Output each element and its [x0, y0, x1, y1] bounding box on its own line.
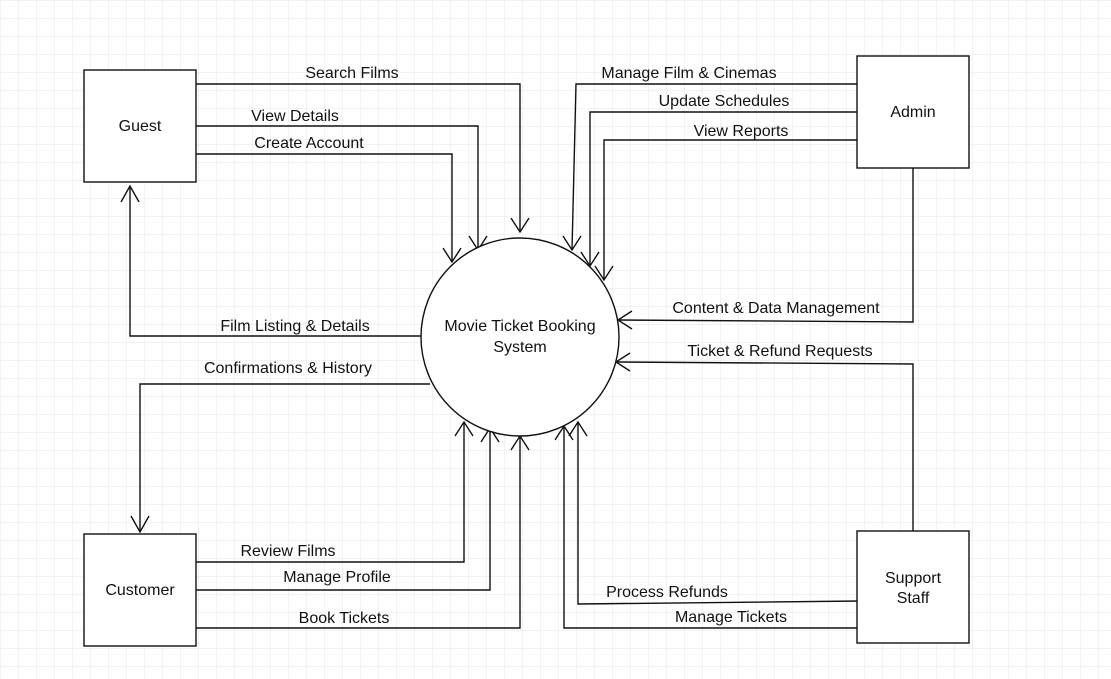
entity-guest: Guest — [83, 69, 197, 183]
label-create-account: Create Account — [254, 135, 364, 152]
process-label-line1: Movie Ticket Booking — [444, 318, 595, 335]
entity-guest-label: Guest — [119, 118, 162, 135]
label-process-refunds: Process Refunds — [606, 584, 728, 601]
label-film-listing: Film Listing & Details — [220, 318, 369, 335]
label-review-films: Review Films — [240, 543, 335, 560]
label-view-reports: View Reports — [694, 123, 789, 140]
flow-manage-film — [562, 83, 857, 252]
label-confirmations: Confirmations & History — [204, 360, 372, 377]
flow-update-schedules — [580, 111, 857, 268]
flow-view-reports — [594, 139, 857, 282]
label-search-films: Search Films — [305, 65, 398, 82]
label-manage-profile: Manage Profile — [283, 569, 391, 586]
entity-customer-label: Customer — [105, 582, 175, 599]
label-update-schedules: Update Schedules — [659, 93, 790, 110]
label-view-details: View Details — [251, 108, 339, 125]
flow-film-listing — [120, 184, 422, 337]
entity-support-label-line1: Support — [885, 570, 942, 587]
entity-admin: Admin — [856, 55, 970, 169]
entity-customer: Customer — [83, 533, 197, 647]
label-ticket-refund: Ticket & Refund Requests — [687, 343, 872, 360]
entity-support-label-line2: Staff — [897, 590, 930, 607]
entity-admin-label: Admin — [890, 104, 935, 121]
flow-create-account — [196, 153, 462, 264]
flow-review-films — [196, 420, 474, 563]
process-label-line2: System — [493, 339, 546, 356]
label-content-mgmt: Content & Data Management — [672, 300, 880, 317]
entity-support-staff: Support Staff — [856, 530, 970, 644]
label-book-tickets: Book Tickets — [299, 610, 390, 627]
process-node: Movie Ticket Booking System — [420, 237, 620, 437]
flow-confirmations — [130, 383, 430, 534]
flow-search-films — [196, 83, 530, 234]
label-manage-film: Manage Film & Cinemas — [601, 65, 776, 82]
label-manage-tickets: Manage Tickets — [675, 609, 787, 626]
flow-process-refunds — [568, 420, 862, 605]
